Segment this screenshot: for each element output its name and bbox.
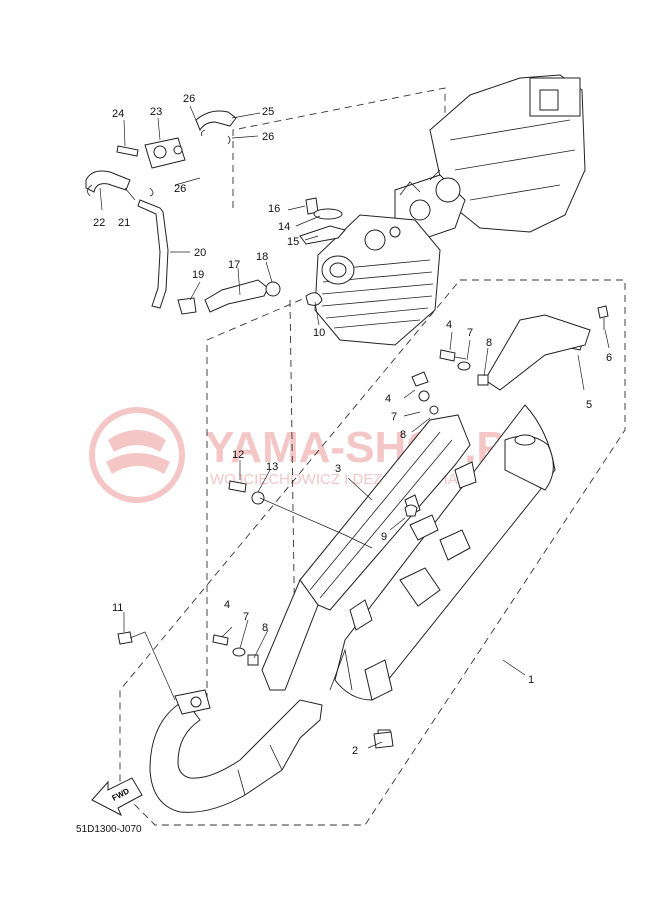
callout-24: 24 [112,108,124,120]
callout-26c: 26 [174,183,186,195]
callout-18: 18 [256,251,268,263]
callout-8a: 8 [486,337,492,349]
fwd-arrow-icon: FWD [91,777,143,817]
callout-26b: 26 [262,131,274,143]
watermark-logo-icon [89,407,185,503]
callout-16: 16 [268,203,280,215]
callout-2: 2 [352,745,358,757]
diagram-code: 51D1300-J070 [76,824,142,835]
callout-8b: 8 [400,429,406,441]
callout-7a: 7 [467,327,473,339]
callout-13: 13 [266,461,278,473]
air-induction-parts [85,110,346,315]
callout-25: 25 [262,106,274,118]
callout-22: 22 [93,217,105,229]
callout-26a: 26 [183,93,195,105]
callout-7c: 7 [243,611,249,623]
callout-23: 23 [150,106,162,118]
callout-9: 9 [381,531,387,543]
callout-15: 15 [287,236,299,248]
callout-17: 17 [228,259,240,271]
callout-3: 3 [335,463,341,475]
exhaust-pipe [149,689,323,813]
callout-7b: 7 [391,411,397,423]
fasteners [117,305,609,749]
callout-4b: 4 [385,393,391,405]
muffler-protector [261,414,477,691]
callout-6: 6 [606,352,612,364]
engine-link-outline [232,87,446,208]
callout-12: 12 [232,449,244,461]
callout-4a: 4 [446,319,452,331]
callout-10: 10 [313,327,325,339]
callout-21: 21 [118,217,130,229]
callout-14: 14 [278,221,290,233]
part-callouts: 1 2 3 4 4 4 5 6 7 7 7 8 8 8 9 10 11 12 1… [93,93,612,757]
watermark-title: YAMA-SHOP.PL [205,423,533,472]
callout-20: 20 [194,247,206,259]
callout-19: 19 [192,269,204,281]
leader-lines [99,105,610,749]
callout-8c: 8 [262,622,268,634]
callout-5: 5 [586,399,592,411]
callout-11: 11 [112,602,123,614]
engine-assembly [314,74,586,346]
pipe-link-outline-right [289,299,296,651]
muffler [329,314,591,745]
muffler-assembly-outline [119,279,626,826]
callout-1: 1 [528,674,534,686]
callout-4c: 4 [224,599,230,611]
pipe-link-outline-left [206,297,306,700]
